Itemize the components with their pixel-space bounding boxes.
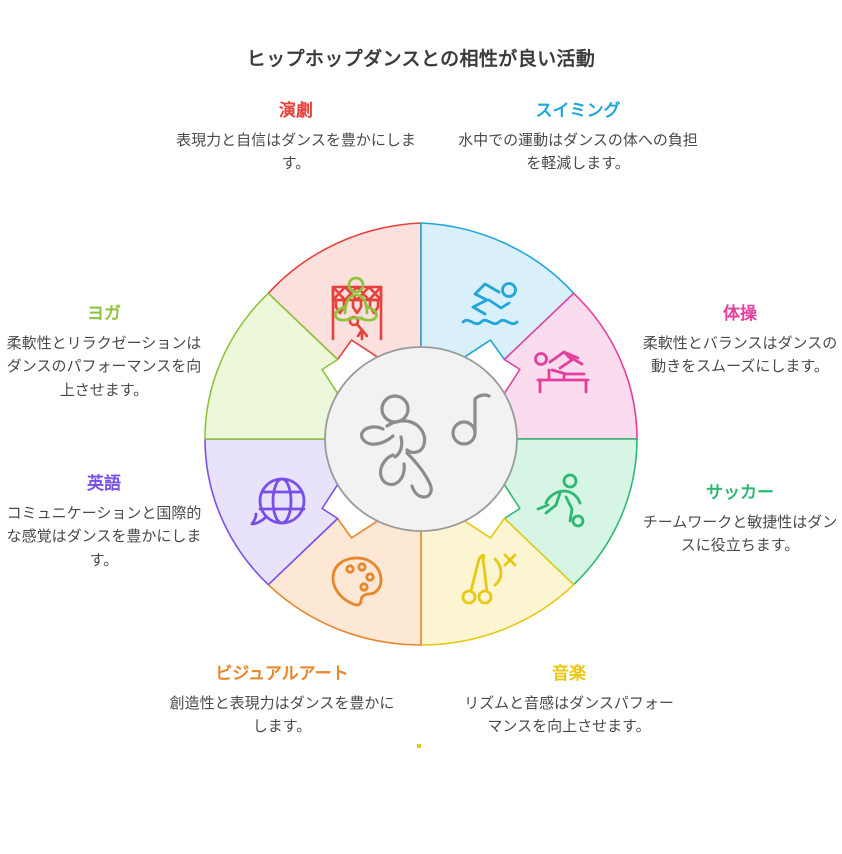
- label-desc-english: コミュニケーションと国際的な感覚はダンスを豊かにします。: [6, 505, 202, 569]
- swimmer-icon: [461, 282, 519, 326]
- meditation-lotus-icon: [334, 276, 378, 322]
- label-block-soccer: サッカー チームワークと敏捷性はダンスに役立ちます。: [638, 482, 842, 558]
- label-block-gymnastics: 体操 柔軟性とバランスはダンスの動きをスムーズにします。: [638, 303, 842, 379]
- label-block-english: 英語 コミュニケーションと国際的な感覚はダンスを豊かにします。: [2, 473, 206, 572]
- label-title-music: 音楽: [552, 664, 586, 683]
- label-block-theater: 演劇 表現力と自信はダンスを豊かにします。: [176, 100, 416, 176]
- label-desc-yoga: 柔軟性とリラクゼーションはダンスのパフォーマンスを向上させます。: [6, 335, 202, 399]
- label-title-soccer: サッカー: [706, 483, 774, 502]
- globe-speech-bubble-icon: [250, 477, 306, 526]
- pommel-horse-gymnast-icon: [534, 350, 590, 394]
- label-title-theater: 演劇: [279, 101, 313, 120]
- music-notes-icon: [461, 553, 517, 605]
- label-block-visual-art: ビジュアルアート 創造性と表現力はダンスを豊かにします。: [166, 663, 398, 739]
- label-desc-theater: 表現力と自信はダンスを豊かにします。: [176, 132, 416, 173]
- label-title-english: 英語: [87, 474, 121, 493]
- label-title-swimming: スイミング: [535, 101, 621, 120]
- label-block-swimming: スイミング 水中での運動はダンスの体への負担を軽減します。: [458, 100, 698, 176]
- label-block-yoga: ヨガ 柔軟性とリラクゼーションはダンスのパフォーマンスを向上させます。: [2, 303, 206, 402]
- page-title: ヒップホップダンスとの相性が良い活動: [246, 49, 596, 70]
- label-block-music: 音楽 リズムと音感はダンスパフォーマンスを向上させます。: [458, 663, 680, 739]
- center-circle: [324, 346, 518, 532]
- label-desc-soccer: チームワークと敏捷性はダンスに役立ちます。: [642, 514, 838, 555]
- label-desc-swimming: 水中での運動はダンスの体への負担を軽減します。: [458, 132, 698, 173]
- label-desc-music: リズムと音感はダンスパフォーマンスを向上させます。: [464, 695, 674, 736]
- soccer-player-icon: [536, 473, 585, 528]
- label-desc-gymnastics: 柔軟性とバランスはダンスの動きをスムーズにします。: [642, 335, 838, 376]
- label-title-gymnastics: 体操: [723, 304, 757, 323]
- wheel-svg: [204, 222, 638, 646]
- label-desc-visual-art: 創造性と表現力はダンスを豊かにします。: [169, 695, 395, 736]
- paint-palette-icon: [331, 556, 383, 607]
- stray-dot-artifact: [417, 744, 421, 748]
- dancer-with-music-note-icon: [359, 393, 491, 499]
- label-title-yoga: ヨガ: [87, 304, 121, 323]
- activity-wheel-diagram: [190, 218, 652, 660]
- label-title-visual-art: ビジュアルアート: [215, 664, 349, 683]
- theater-stage-icon: [331, 285, 383, 341]
